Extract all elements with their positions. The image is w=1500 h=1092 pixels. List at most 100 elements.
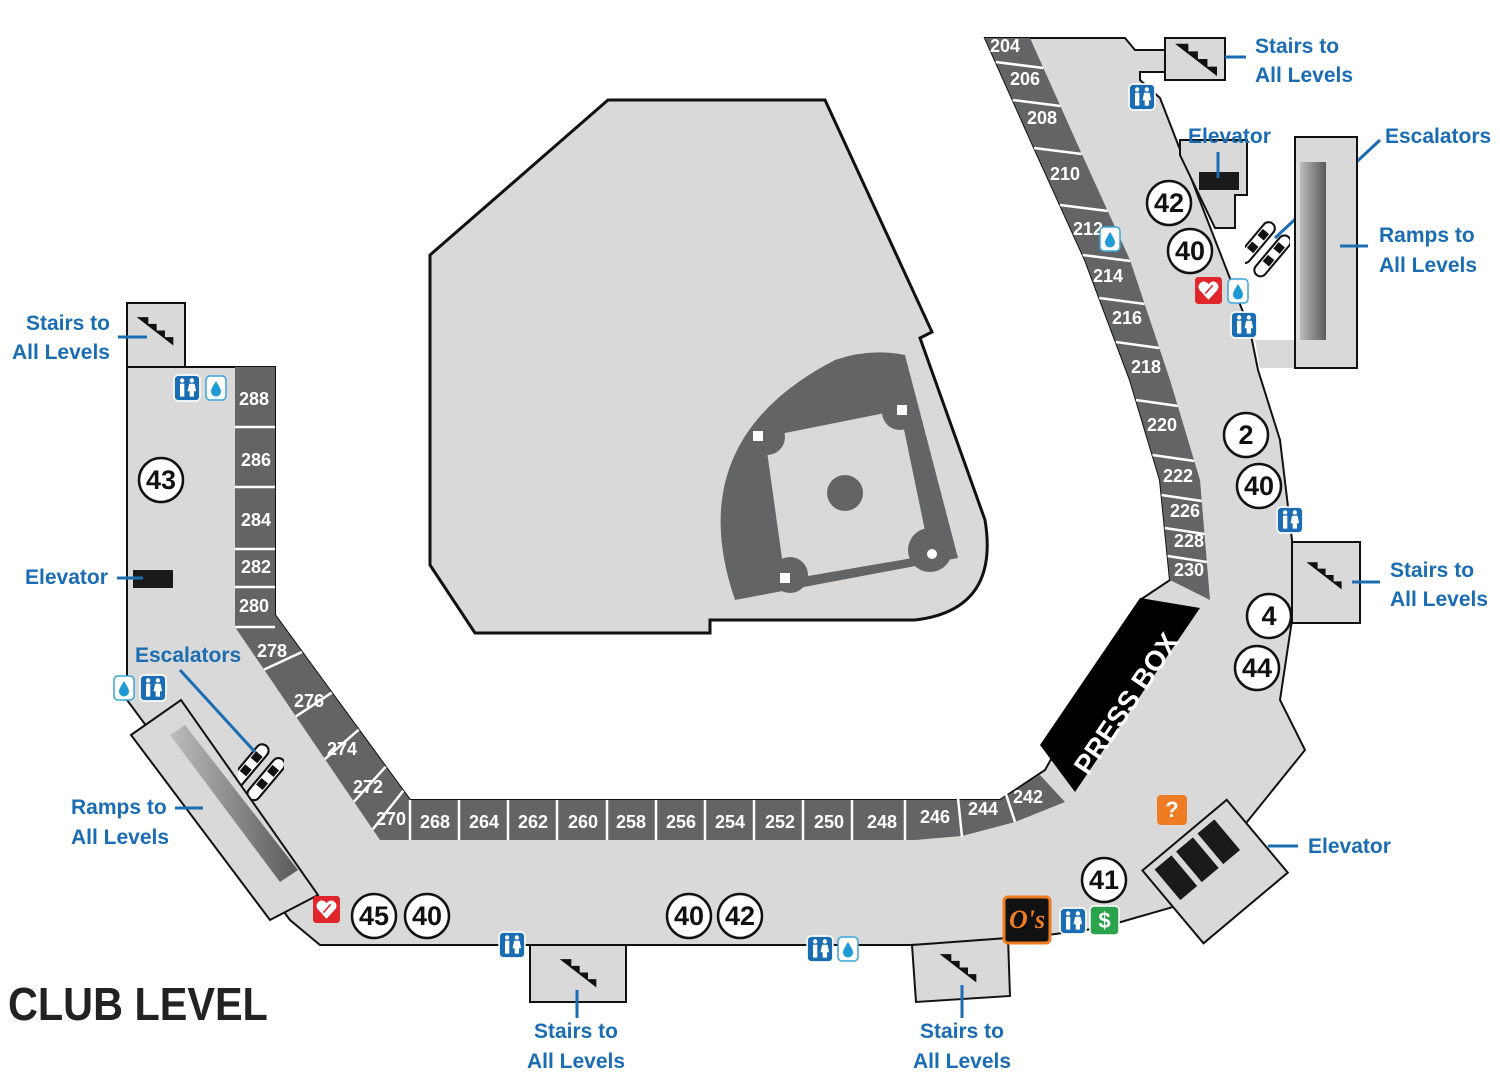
section-250[interactable]: 250 xyxy=(814,812,844,832)
restroom-icon[interactable] xyxy=(498,931,526,959)
section-divider xyxy=(352,765,387,803)
section-274[interactable]: 274 xyxy=(327,739,357,759)
restroom-icon[interactable] xyxy=(1276,506,1304,534)
section-divider xyxy=(995,60,1044,70)
section-204[interactable]: 204 xyxy=(990,36,1020,56)
restroom-icon[interactable] xyxy=(1128,83,1156,111)
atm-icon[interactable]: $ xyxy=(1089,905,1120,936)
section-208[interactable]: 208 xyxy=(1027,108,1057,128)
stairs-left: Stairs to All Levels xyxy=(12,302,186,368)
section-220[interactable]: 220 xyxy=(1147,415,1177,435)
label-elevator: Elevator xyxy=(25,566,108,589)
label-escalators: Escalators xyxy=(135,644,241,667)
elevator-top: Elevator xyxy=(1179,125,1271,229)
ramp-icon xyxy=(1300,162,1326,340)
section-divider xyxy=(1164,526,1205,536)
section-230[interactable]: 230 xyxy=(1174,560,1204,580)
amenities: ? $ O's xyxy=(113,83,1304,963)
water-fountain-icon[interactable] xyxy=(837,936,859,962)
section-254[interactable]: 254 xyxy=(715,812,745,832)
section-262[interactable]: 262 xyxy=(518,812,548,832)
section-242[interactable]: 242 xyxy=(1013,787,1043,807)
aed-icon[interactable] xyxy=(1194,276,1223,305)
stairs-bottom-right: Stairs to All Levels xyxy=(910,936,1012,1073)
ramps-top-right: Ramps to All Levels xyxy=(1294,136,1477,369)
label-stairs: Stairs to xyxy=(534,1020,618,1043)
water-fountain-icon[interactable] xyxy=(113,675,135,701)
section-288[interactable]: 288 xyxy=(239,389,269,409)
restroom-icon[interactable] xyxy=(173,374,201,402)
atm-glyph: $ xyxy=(1098,908,1110,933)
section-divider xyxy=(1099,296,1145,306)
section-286[interactable]: 286 xyxy=(241,450,271,470)
restroom-icon[interactable] xyxy=(139,674,167,702)
concession-42[interactable]: 42 xyxy=(1154,188,1184,218)
stairs-right: Stairs to All Levels xyxy=(1291,541,1488,624)
section-212[interactable]: 212 xyxy=(1073,219,1103,239)
home-plate xyxy=(927,549,937,559)
restroom-icon[interactable] xyxy=(806,935,834,963)
label-stairs: Stairs to xyxy=(920,1020,1004,1043)
concession-numbers: 42 40 2 40 4 44 41 43 45 40 40 42 xyxy=(146,188,1277,931)
section-divider xyxy=(1001,784,1017,823)
label-elevator: Elevator xyxy=(1308,835,1391,858)
team-logo-text: O's xyxy=(1009,905,1045,934)
seating-sections xyxy=(235,38,1210,840)
section-divider xyxy=(1082,253,1131,263)
section-228[interactable]: 228 xyxy=(1174,531,1204,551)
section-256[interactable]: 256 xyxy=(666,812,696,832)
section-210[interactable]: 210 xyxy=(1050,164,1080,184)
section-280[interactable]: 280 xyxy=(239,596,269,616)
restroom-icon[interactable] xyxy=(1059,907,1087,935)
section-244[interactable]: 244 xyxy=(968,799,998,819)
concession-2[interactable]: 2 xyxy=(1238,420,1253,450)
section-214[interactable]: 214 xyxy=(1093,266,1123,286)
section-282[interactable]: 282 xyxy=(241,557,271,577)
concession-44[interactable]: 44 xyxy=(1242,653,1272,683)
ramps-left: Ramps to All Levels xyxy=(71,698,320,922)
aed-icon[interactable] xyxy=(312,895,341,924)
guest-services-icon[interactable]: ? xyxy=(1157,795,1187,825)
concession-40[interactable]: 40 xyxy=(674,901,704,931)
pitchers-mound xyxy=(827,475,863,511)
stairs-top-right: Stairs to All Levels xyxy=(1164,35,1353,87)
label-stairs: Stairs to xyxy=(26,312,110,335)
section-246[interactable]: 246 xyxy=(920,807,950,827)
section-272[interactable]: 272 xyxy=(353,777,383,797)
label-all-levels: All Levels xyxy=(1390,588,1488,611)
section-216[interactable]: 216 xyxy=(1112,308,1142,328)
concession-40[interactable]: 40 xyxy=(412,901,442,931)
section-260[interactable]: 260 xyxy=(568,812,598,832)
section-264[interactable]: 264 xyxy=(469,812,499,832)
water-fountain-icon[interactable] xyxy=(1227,278,1249,304)
section-206[interactable]: 206 xyxy=(1010,69,1040,89)
stairs-bottom-left: Stairs to All Levels xyxy=(527,944,627,1073)
section-278[interactable]: 278 xyxy=(257,641,287,661)
section-248[interactable]: 248 xyxy=(867,812,897,832)
water-fountain-icon[interactable] xyxy=(205,375,227,401)
label-all-levels: All Levels xyxy=(913,1050,1011,1073)
section-284[interactable]: 284 xyxy=(241,510,271,530)
restroom-icon[interactable] xyxy=(1230,311,1258,339)
concession-43[interactable]: 43 xyxy=(146,465,176,495)
section-258[interactable]: 258 xyxy=(616,812,646,832)
section-276[interactable]: 276 xyxy=(294,691,324,711)
section-218[interactable]: 218 xyxy=(1131,357,1161,377)
section-226[interactable]: 226 xyxy=(1170,501,1200,521)
section-270[interactable]: 270 xyxy=(376,809,406,829)
concession-42[interactable]: 42 xyxy=(725,901,755,931)
section-222[interactable]: 222 xyxy=(1163,466,1193,486)
concession-45[interactable]: 45 xyxy=(359,901,389,931)
section-252[interactable]: 252 xyxy=(765,812,795,832)
orioles-store-logo[interactable]: O's xyxy=(1002,895,1052,945)
section-divider xyxy=(1152,453,1195,463)
section-268[interactable]: 268 xyxy=(420,812,450,832)
water-fountain-icon[interactable] xyxy=(1099,226,1121,252)
concession-41[interactable]: 41 xyxy=(1089,865,1119,895)
label-stairs: Stairs to xyxy=(1255,35,1339,58)
concession-40[interactable]: 40 xyxy=(1175,236,1205,266)
section-divider xyxy=(956,797,964,838)
concession-40[interactable]: 40 xyxy=(1244,471,1274,501)
first-base xyxy=(897,405,907,415)
concession-4[interactable]: 4 xyxy=(1261,601,1276,631)
